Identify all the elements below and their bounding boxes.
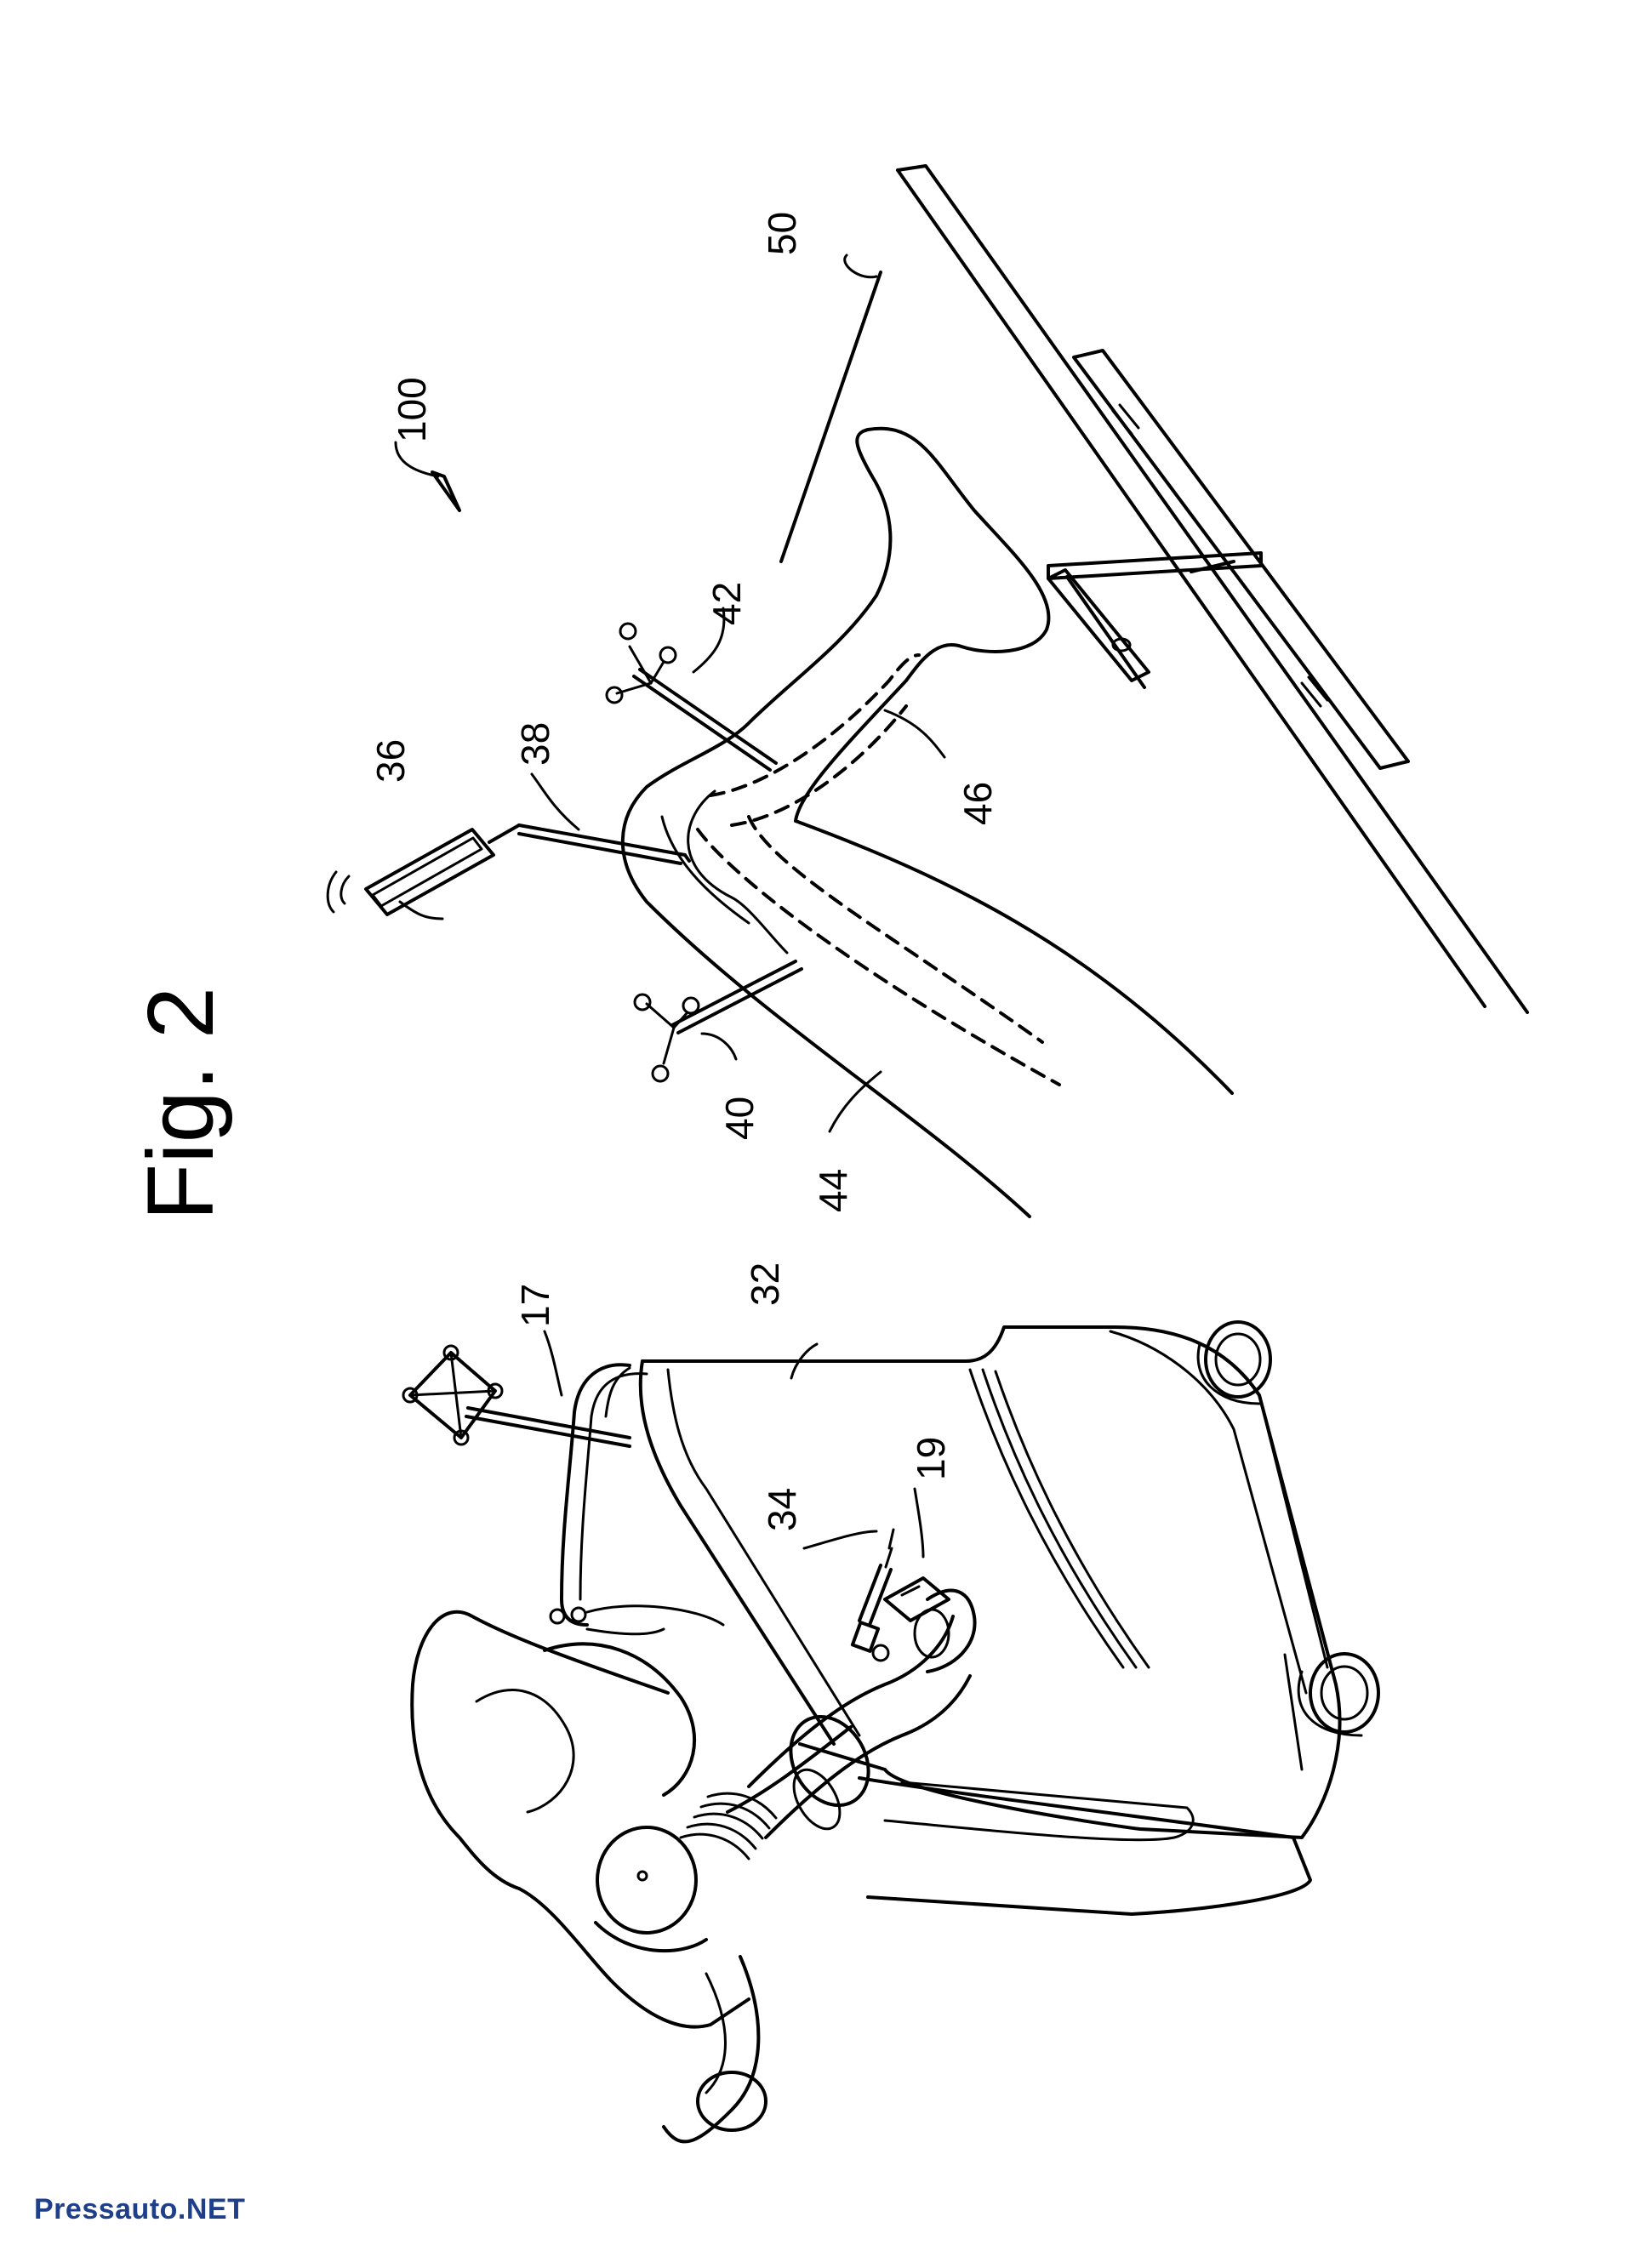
ref-46: 46: [956, 782, 1000, 825]
watermark-text: Pressauto.NET: [34, 2193, 246, 2225]
leader-34: [802, 1530, 878, 1550]
leg-holder-bracket: [1047, 551, 1263, 689]
ref-44: 44: [811, 1169, 855, 1212]
operating-table: [779, 164, 1529, 1014]
cart-wheel-rear: [1297, 1652, 1380, 1737]
ref-17: 17: [513, 1284, 557, 1327]
leader-36: [398, 900, 444, 920]
ref-42: 42: [705, 582, 749, 625]
ref-34: 34: [760, 1488, 804, 1531]
leader-50: [843, 254, 878, 279]
bone-tracker-40: [633, 960, 803, 1083]
patient-leg: [620, 426, 1234, 1218]
probe-handheld-36: [326, 823, 691, 916]
base-tracker-17: [402, 1344, 631, 1448]
leader-42: [692, 607, 726, 674]
figure-title: Fig. 2: [128, 987, 233, 1221]
leader-46: [883, 709, 946, 759]
table-rail: [1072, 349, 1410, 770]
leader-lines: [394, 254, 946, 1559]
robot-joint-ribs: [679, 1792, 778, 1861]
ref-36: 36: [368, 739, 413, 783]
leader-44: [828, 1070, 882, 1133]
leader-32: [790, 1342, 819, 1380]
ref-32: 32: [743, 1262, 787, 1306]
cutting-tool-34: [850, 1528, 895, 1662]
leader-38: [530, 772, 580, 831]
ref-19: 19: [909, 1437, 953, 1480]
ref-40: 40: [717, 1097, 762, 1140]
ref-100: 100: [390, 377, 434, 442]
cart-wheel-front: [1196, 1320, 1272, 1405]
surgical-robot: [402, 1320, 1380, 2144]
ref-50: 50: [760, 212, 804, 255]
arrow-100: [431, 470, 461, 512]
reference-numerals: 100 50 42 36 38 46 40 44 32 17 34 19: [368, 212, 1000, 1531]
end-effector-19: [883, 1576, 950, 1622]
bone-tracker-42: [605, 622, 778, 772]
ref-38: 38: [513, 722, 557, 766]
leader-17: [543, 1330, 563, 1397]
leader-40: [700, 1032, 738, 1061]
leader-19: [913, 1487, 925, 1559]
